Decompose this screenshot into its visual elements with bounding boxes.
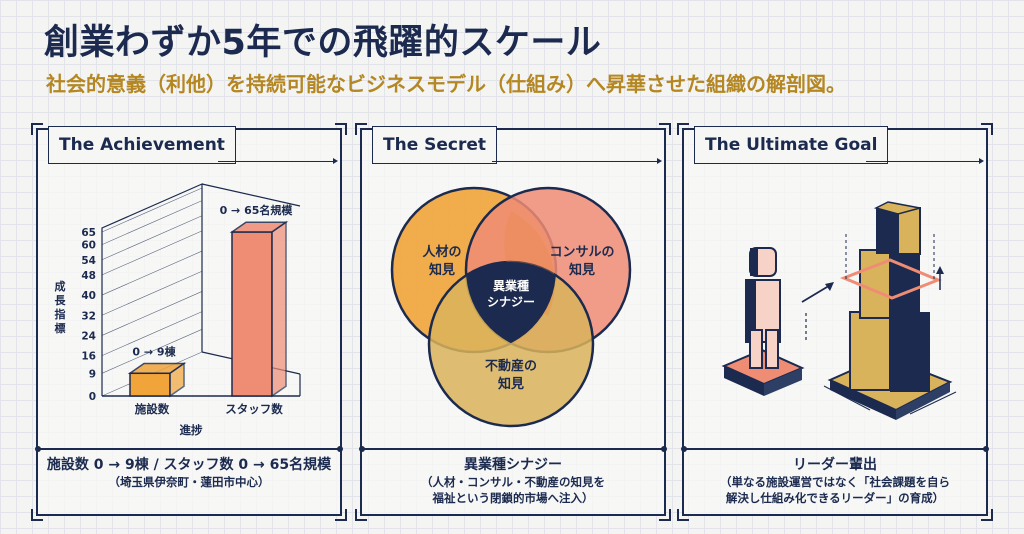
- chart-gridline: [101, 270, 203, 316]
- bar-front: [231, 231, 273, 397]
- chart-gridline: [101, 230, 203, 276]
- x-axis-label: 進捗: [180, 423, 203, 437]
- venn-label-center: 異業種シナジー: [487, 278, 535, 309]
- secret-caption-sub1: （人材・コンサル・不動産の知見を: [421, 475, 605, 489]
- y-tick-label: 16: [81, 351, 96, 363]
- secret-panel: The Secret 人材の知見 コンサルの知見 不動産の知見 異業種シナジー …: [355, 123, 671, 521]
- achievement-caption-sub: （埼玉県伊奈町・蓮田市中心）: [108, 475, 270, 489]
- y-tick-label: 65: [81, 227, 96, 239]
- chart-gridline: [101, 329, 203, 374]
- arrow-right-icon: [218, 158, 338, 164]
- y-tick-label: 24: [81, 330, 96, 342]
- y-tick-label: 60: [81, 240, 96, 252]
- arrow-right-icon: [492, 158, 662, 164]
- bar-front: [129, 372, 171, 397]
- building-icon: [823, 201, 957, 420]
- chart-gridline: [101, 291, 203, 336]
- chart-gridline: [101, 311, 203, 356]
- bar-data-label: 0 → 9棟: [132, 344, 176, 358]
- venn-label-consult: コンサルの知見: [549, 245, 614, 278]
- y-axis-label: 成長指標: [55, 279, 67, 335]
- bar-data-label: 0 → 65名規模: [220, 203, 294, 217]
- venn-label-estate: 不動産の知見: [485, 358, 537, 392]
- achievement-panel-label: The Achievement: [48, 126, 236, 164]
- goal-caption: リーダー輩出: [793, 457, 877, 473]
- chart-gridline: [101, 200, 203, 245]
- y-tick-label: 54: [81, 255, 96, 267]
- chart-gridline: [101, 187, 203, 233]
- goal-panel: The Ultimate Goal: [677, 123, 993, 521]
- arrow-right-icon: [866, 158, 984, 164]
- leader-illustration: [721, 201, 957, 420]
- chart-top-edge: [201, 183, 301, 207]
- achievement-caption: 施設数 0 → 9棟 / スタッフ数 0 → 65名規模: [46, 457, 332, 473]
- goal-panel-label: The Ultimate Goal: [694, 126, 889, 164]
- secret-caption-sub2: 福祉という閉鎖的市場へ注入）: [432, 491, 594, 505]
- y-tick-label: 32: [81, 310, 96, 322]
- page-subtitle: 社会的意義（利他）を持続可能なビジネスモデル（仕組み）へ昇華させた組織の解剖図。: [46, 72, 846, 96]
- venn-label-people: 人材の知見: [422, 244, 461, 278]
- person-icon: [721, 247, 805, 396]
- y-tick-label: 9: [89, 368, 96, 380]
- x-tick-label: スタッフ数: [225, 402, 283, 416]
- y-tick-label: 48: [81, 270, 96, 282]
- x-tick-label: 施設数: [135, 402, 170, 416]
- goal-caption-sub2: 解決し仕組み化できるリーダー」の育成）: [725, 491, 945, 505]
- chart-back-wall: [101, 183, 203, 396]
- y-tick-label: 40: [81, 290, 96, 302]
- chart-gridline: [101, 250, 203, 296]
- venn-diagram: 人材の知見 コンサルの知見 不動産の知見 異業種シナジー: [390, 186, 632, 428]
- goal-caption-sub1: （単なる施設運営ではなく「社会課題を自ら: [720, 475, 950, 489]
- secret-caption: 異業種シナジー: [464, 457, 562, 473]
- growth-arrow-icon: [801, 282, 834, 340]
- bar-side: [271, 220, 287, 398]
- bar-side: [169, 362, 185, 398]
- page-title: 創業わずか5年での飛躍的スケール: [44, 23, 602, 63]
- chart-gridline: [101, 215, 203, 261]
- secret-panel-label: The Secret: [372, 126, 498, 164]
- y-tick-label: 0: [89, 391, 96, 403]
